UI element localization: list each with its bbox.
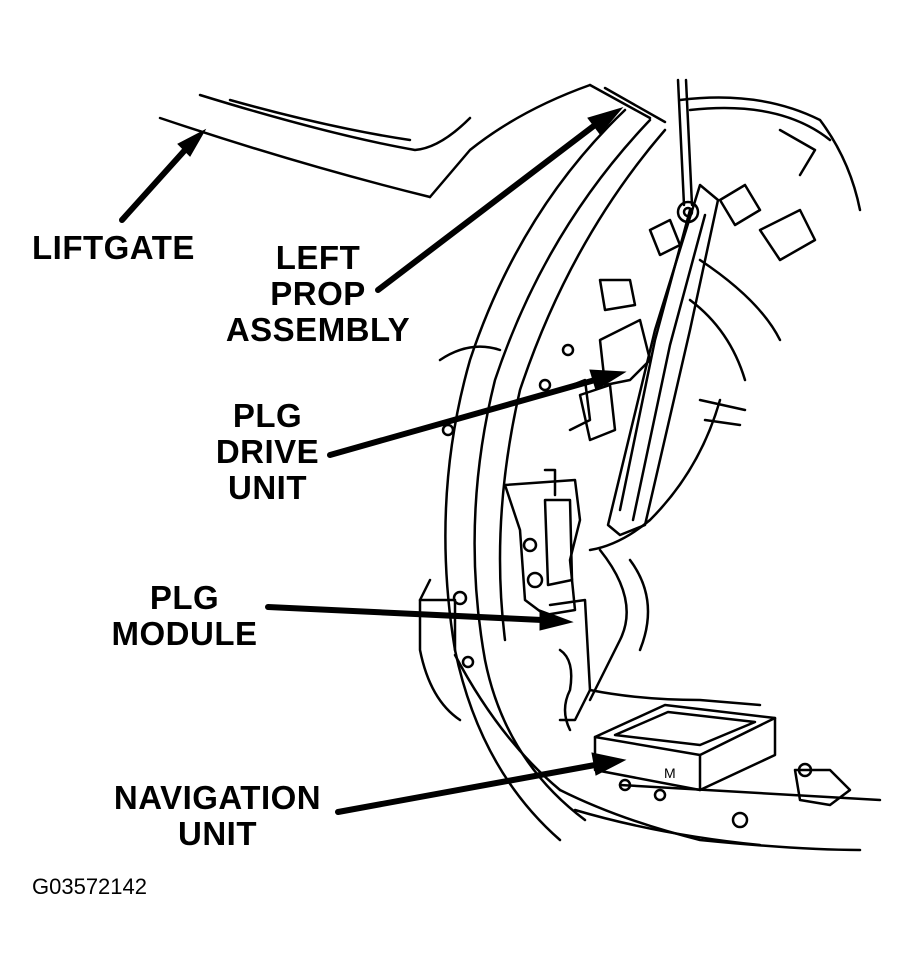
plg-module-line-1: PLG [149, 579, 220, 616]
arrow-plg-module [265, 604, 574, 631]
arrow-liftgate [119, 128, 207, 223]
left-prop-assembly-label: LEFT PROP ASSEMBLY [212, 240, 424, 348]
plg-drive-line-2: DRIVE [215, 433, 320, 470]
arrow-left-prop [375, 107, 624, 293]
nav-box-marking: M [664, 765, 676, 781]
plg-drive-line-1: PLG [232, 397, 303, 434]
quarter-panel [588, 128, 817, 702]
floor-sill [558, 688, 882, 852]
plg-drive-unit-drawing [558, 183, 720, 537]
navigation-unit-label: NAVIGATION UNIT [100, 780, 335, 852]
left-prop-line-3: ASSEMBLY [225, 311, 411, 348]
liftgate-label: LIFTGATE [32, 230, 195, 266]
plg-drive-unit-label: PLG DRIVE UNIT [200, 398, 335, 506]
arrow-plg-drive [327, 369, 627, 458]
arrow-navigation [335, 752, 627, 815]
liftgate-label-text: LIFTGATE [32, 229, 195, 266]
figure-id: G03572142 [32, 874, 147, 899]
plg-drive-line-3: UNIT [228, 469, 307, 506]
plg-module-line-2: MODULE [111, 615, 258, 652]
panel-holes [441, 343, 575, 669]
left-prop-line-2: PROP [270, 275, 366, 312]
navigation-line-1: NAVIGATION [113, 779, 322, 816]
plg-module-label: PLG MODULE [102, 580, 267, 652]
left-prop-line-1: LEFT [275, 239, 361, 276]
liftgate-panel [158, 83, 667, 199]
plg-module-drawing [503, 468, 592, 732]
navigation-unit-drawing [593, 703, 777, 792]
navigation-line-2: UNIT [178, 815, 257, 852]
